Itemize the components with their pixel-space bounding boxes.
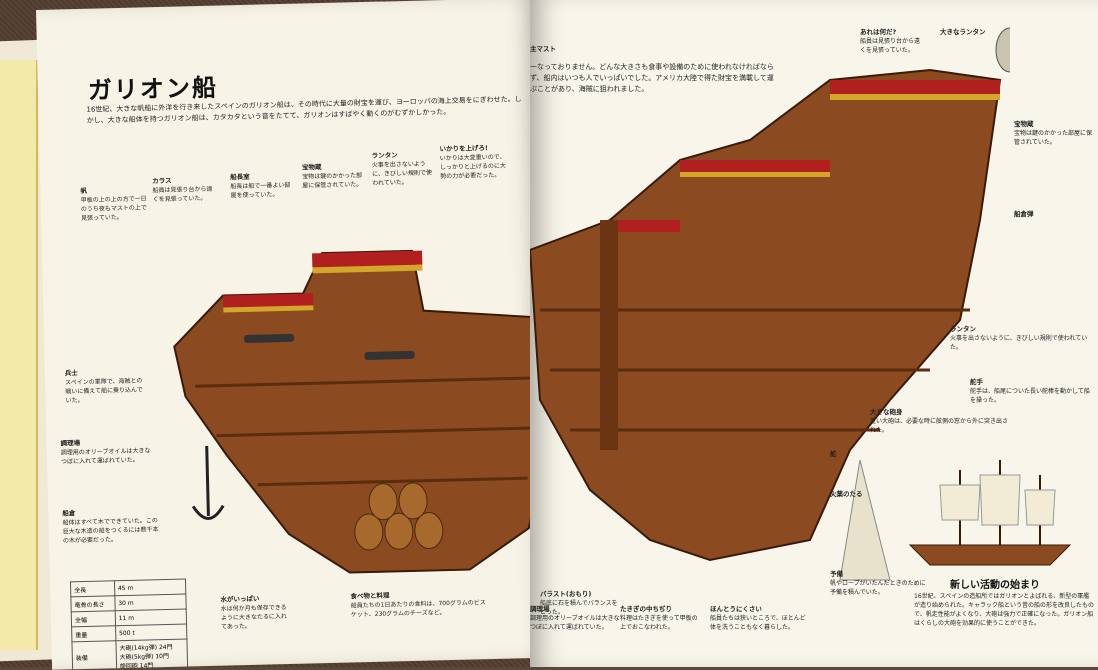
label-treasure-r: 宝物蔵宝物は鍵のかかった部屋に保管されていた。 (1014, 120, 1093, 146)
page-title: ガリオン船 (87, 73, 219, 105)
intro-right-text: 一なっておりません。どんな大きさも食事や設備のために使われなければならず、船内は… (530, 63, 774, 93)
label-cabin: ほんとうにくさい船員たちは狭いところで、ほとんど体を洗うこともなく暮らした。 (710, 605, 806, 631)
label-crow: カラス船員は見張り台から遠くを見張っていた。 (152, 176, 213, 204)
label-food: 食べ物と料理船員たちの1日あたりの食料は、700グラムのビスケット、230グラム… (350, 591, 486, 619)
label-stove: たきぎの中ちぢり料理はたきぎを使って甲板の上でおこなわれた。 (620, 605, 698, 631)
label-captain: 船長室船長は船で一番よい部屋を使っていた。 (230, 172, 291, 200)
label-ballast: バラスト(おもり)船底に石を積んでバランスをとった。 (540, 590, 618, 616)
label-lantern-rule: ランタン火事を出さないように、きびしい規則で使われていた。 (950, 325, 1088, 351)
label-galley: 調理場調理用のオリーブオイルは大きなつぼに入れて運ばれていた。 (60, 439, 151, 466)
label-sail: 帆甲板の上の上の方で一日のうち夜もマストの上で見張っていた。 (80, 186, 147, 222)
galleon-cutaway-left (173, 249, 552, 574)
label-mast: 主マスト (530, 45, 556, 53)
spec-value: 大砲(14kg弾) 24門 大砲(5kg弾) 10門 旋回砲 14門 (115, 639, 188, 670)
label-cannon: 大きな砲身重い大砲は、必要な時に舷側の窓から外に突き出された。 (870, 408, 1009, 434)
spec-value: 500 t (115, 624, 187, 641)
spec-value: 11 m (114, 609, 187, 626)
label-lantern: 大きなランタン (940, 28, 986, 36)
label-stern: 舵 (830, 450, 837, 458)
spec-key: 重量 (71, 625, 116, 642)
label-galley-r: 調理場調理用のオリーブオイルは大きなつぼに入れて運ばれていた。 (530, 605, 620, 631)
spec-key: 竜骨の長さ (70, 595, 115, 612)
spec-key: 装備 (71, 640, 117, 670)
spec-row: 装備大砲(14kg弾) 24門 大砲(5kg弾) 10門 旋回砲 14門 (71, 639, 188, 670)
label-hold: 船倉船体はすべて木でできていた。この巨大な木造の船をつくるには数千本の木が必要だ… (62, 509, 159, 545)
label-powder: 火薬のたる (830, 490, 863, 498)
label-soldier: 兵士スペインの軍隊で、海賊との戦いに備えて船に乗り込んでいた。 (64, 369, 143, 405)
bottom-title: 新しい活動の始まり (950, 580, 1040, 591)
galleon-small-illustration (908, 460, 1072, 566)
label-water: 水がいっぱい水は何か月も保存できるように大きなたるに入れてあった。 (220, 594, 287, 631)
galleon-cutaway-right (530, 27, 1010, 581)
spec-key: 全幅 (71, 610, 116, 627)
label-rudder: 舵手舵手は、船尾についた長い舵棒を動かして船を操った。 (970, 378, 1090, 404)
right-page: 一なっておりません。どんな大きさも食事や設備のために使われなければならず、船内は… (530, 0, 1098, 667)
label-anchor: いかりを上げろ!いかりは大変重いので、しっかりと上げるのに大勢の力が必要だった。 (439, 143, 507, 181)
label-rope: 予備帆やロープがいたんだときのために予備を積んでいた。 (830, 570, 926, 596)
left-page: ガリオン船 16世紀、大きな帆船に外洋を行き来したスペインのガリオン船は、その時… (36, 0, 552, 670)
label-lantern2: ランタン火事を出さないように、きびしい規則で使われていた。 (371, 151, 433, 187)
label-what: あれは何だ?船員は見張り台から遠くを見張っていた。 (860, 28, 921, 54)
label-treasure: 宝物蔵宝物は鍵のかかった部屋に保管されていた。 (301, 163, 363, 190)
bottom-text: 16世紀、スペインの造船所ではガリオンとよばれる、新型の軍艦が造り始められた。キ… (914, 593, 1095, 627)
label-ammo: 船倉弾 (1014, 210, 1034, 218)
spec-key: 全長 (70, 580, 115, 597)
back-page-border (0, 60, 38, 650)
